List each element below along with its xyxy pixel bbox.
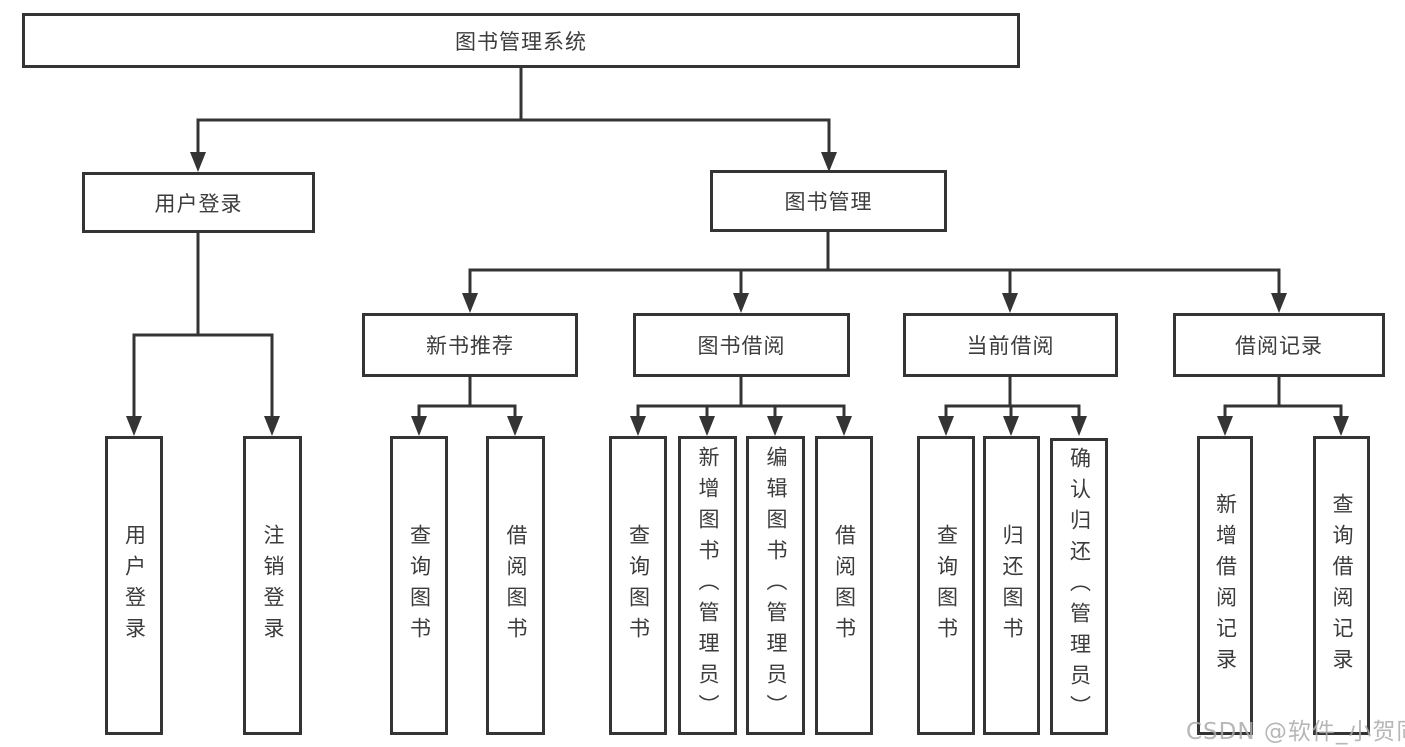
connector-line — [944, 377, 1081, 416]
node-leaf-nbr-query: 查询图书 — [390, 436, 448, 735]
arrow-head-icon — [767, 416, 783, 436]
node-leaf-logout-label: 注销登录 — [261, 523, 285, 648]
arrow-head-icon — [1271, 293, 1287, 313]
node-book-borrow: 图书借阅 — [633, 313, 850, 377]
csdn-watermark: CSDN @软件_小贺同学 — [1186, 719, 1405, 745]
node-leaf-bb-add: 新增图书（管理员） — [678, 436, 737, 735]
node-leaf-cb-query-label: 查询图书 — [934, 523, 959, 648]
arrow-head-icon — [733, 293, 749, 313]
node-leaf-bb-edit-label: 编辑图书（管理员） — [764, 446, 788, 725]
arrow-head-icon — [507, 416, 523, 436]
node-leaf-br-add: 新增借阅记录 — [1197, 436, 1253, 735]
arrow-head-icon — [1002, 293, 1018, 313]
arrow-head-icon — [264, 416, 280, 436]
node-borrow-record-label: 借阅记录 — [1235, 334, 1323, 358]
node-user-login: 用户登录 — [82, 172, 315, 233]
node-leaf-nbr-borrow-label: 借阅图书 — [504, 523, 528, 648]
node-leaf-bb-borrow: 借阅图书 — [815, 436, 873, 735]
node-leaf-br-query: 查询借阅记录 — [1313, 436, 1370, 735]
node-leaf-bb-edit: 编辑图书（管理员） — [746, 436, 805, 735]
node-current-borrow: 当前借阅 — [903, 313, 1118, 377]
node-user-login-label: 用户登录 — [154, 191, 243, 216]
node-leaf-cb-return-label: 归还图书 — [1000, 523, 1024, 648]
edge-new-book-rec-to-leaves — [411, 377, 523, 436]
edge-book-borrow-to-leaves — [630, 377, 852, 436]
edge-book-mgmt-to-level3 — [462, 232, 1287, 313]
arrow-head-icon — [1071, 416, 1087, 436]
node-borrow-record: 借阅记录 — [1173, 313, 1385, 377]
connector-line — [468, 232, 1281, 293]
edge-user-login-to-leaves — [126, 233, 280, 436]
node-leaf-user-login-label: 用户登录 — [122, 523, 147, 648]
arrow-head-icon — [699, 416, 715, 436]
connector-line — [196, 68, 831, 152]
edge-current-borrow-to-leaves — [938, 377, 1087, 436]
arrow-head-icon — [938, 416, 954, 436]
node-new-book-rec-label: 新书推荐 — [426, 334, 514, 358]
connector-line — [132, 233, 274, 416]
node-leaf-bb-query-label: 查询图书 — [626, 523, 651, 648]
node-leaf-cb-confirm: 确认归还（管理员） — [1050, 438, 1108, 735]
node-book-borrow-label: 图书借阅 — [697, 334, 786, 358]
node-leaf-cb-return: 归还图书 — [983, 436, 1040, 735]
node-root: 图书管理系统 — [22, 13, 1020, 68]
arrow-head-icon — [1003, 416, 1019, 436]
node-new-book-rec: 新书推荐 — [362, 313, 578, 377]
node-book-mgmt: 图书管理 — [710, 170, 947, 232]
arrow-head-icon — [190, 152, 206, 172]
arrow-head-icon — [1333, 416, 1349, 436]
arrow-head-icon — [1217, 416, 1233, 436]
connector-line — [417, 377, 517, 416]
node-leaf-cb-confirm-label: 确认归还（管理员） — [1067, 447, 1092, 726]
node-leaf-bb-borrow-label: 借阅图书 — [832, 523, 857, 648]
node-leaf-br-add-label: 新增借阅记录 — [1213, 492, 1238, 679]
arrow-head-icon — [126, 416, 142, 436]
node-book-mgmt-label: 图书管理 — [784, 190, 873, 214]
arrow-head-icon — [821, 152, 837, 172]
arrow-head-icon — [462, 293, 478, 313]
node-leaf-nbr-query-label: 查询图书 — [407, 523, 432, 648]
connector-line — [1223, 377, 1343, 416]
node-leaf-cb-query: 查询图书 — [917, 436, 975, 735]
node-root-label: 图书管理系统 — [455, 29, 587, 54]
node-leaf-logout: 注销登录 — [243, 436, 302, 735]
node-current-borrow-label: 当前借阅 — [966, 334, 1055, 358]
node-leaf-nbr-borrow: 借阅图书 — [486, 436, 545, 735]
node-leaf-user-login: 用户登录 — [105, 436, 163, 735]
node-leaf-bb-query: 查询图书 — [609, 436, 667, 735]
node-leaf-bb-add-label: 新增图书（管理员） — [696, 446, 720, 725]
connector-line — [636, 377, 846, 416]
node-leaf-br-query-label: 查询借阅记录 — [1330, 492, 1354, 679]
arrow-head-icon — [411, 416, 427, 436]
edge-root-to-level2 — [190, 68, 837, 172]
edge-borrow-record-to-leaves — [1217, 377, 1349, 436]
arrow-head-icon — [836, 416, 852, 436]
arrow-head-icon — [630, 416, 646, 436]
